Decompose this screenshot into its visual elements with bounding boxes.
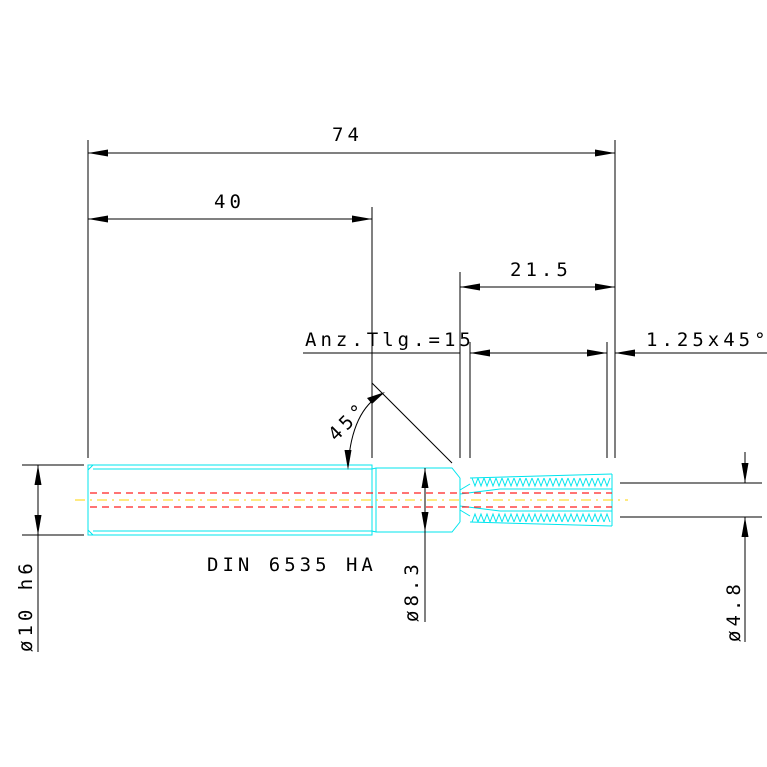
- dimension-overall-length: 74: [88, 124, 615, 157]
- shank-length-label: 40: [214, 191, 245, 213]
- extension-lines: [87, 140, 616, 458]
- overall-length-label: 74: [332, 124, 363, 146]
- dimension-shank-diameter: ø10 h6: [15, 464, 84, 652]
- thread-tooth: [477, 477, 485, 523]
- thread-tooth: [579, 477, 587, 523]
- thread-tooth: [567, 477, 575, 523]
- thread-body-bottom: [469, 521, 613, 527]
- core-diameter-label: ø4.8: [723, 580, 745, 642]
- chamfer-label: 1.25x45°: [646, 329, 767, 351]
- thread-tooth: [597, 477, 605, 523]
- dimension-chamfer: 1.25x45°: [615, 329, 767, 357]
- dimension-thread-length: 21.5: [460, 259, 615, 291]
- thread-tooth: [561, 477, 569, 523]
- dimension-tooth-count: Anz.Tlg.=15: [303, 329, 607, 357]
- flute-inner: [459, 488, 612, 512]
- thread-teeth: [471, 477, 611, 523]
- thread-tooth: [531, 477, 539, 523]
- chamfer-angle-label: 45°: [324, 397, 372, 445]
- dimension-core-diameter: ø4.8: [620, 452, 762, 642]
- thread-tooth: [555, 477, 563, 523]
- shank-chamfer: [87, 464, 94, 536]
- thread-tooth: [537, 477, 545, 523]
- thread-tooth: [489, 477, 497, 523]
- thread-tooth: [483, 477, 491, 523]
- dimension-neck-diameter: ø8.3: [401, 468, 429, 622]
- thread-tooth: [507, 477, 515, 523]
- thread-tooth: [513, 477, 521, 523]
- neck-diameter-label: ø8.3: [401, 560, 423, 622]
- thread-tooth: [471, 477, 479, 523]
- dimension-chamfer-angle: 45°: [324, 382, 453, 470]
- thread-tooth: [591, 477, 599, 523]
- shank-outline: [87, 464, 373, 536]
- thread-tooth: [549, 477, 557, 523]
- thread-tooth: [585, 477, 593, 523]
- thread-tooth: [495, 477, 503, 523]
- tooth-count-label: Anz.Tlg.=15: [305, 329, 475, 351]
- standard-label: DIN 6535 HA: [207, 554, 377, 576]
- dimension-shank-length: 40: [88, 191, 372, 223]
- thread-tooth: [573, 477, 581, 523]
- thread-tooth: [519, 477, 527, 523]
- neck-outline: [371, 467, 461, 533]
- thread-tooth: [543, 477, 551, 523]
- thread-tooth: [525, 477, 533, 523]
- thread-body-top: [469, 473, 613, 479]
- thread-taper: [459, 478, 471, 522]
- thread-length-label: 21.5: [510, 259, 572, 281]
- thread-tooth: [603, 477, 611, 523]
- thread-tooth: [501, 477, 509, 523]
- shank-diameter-label: ø10 h6: [15, 559, 37, 652]
